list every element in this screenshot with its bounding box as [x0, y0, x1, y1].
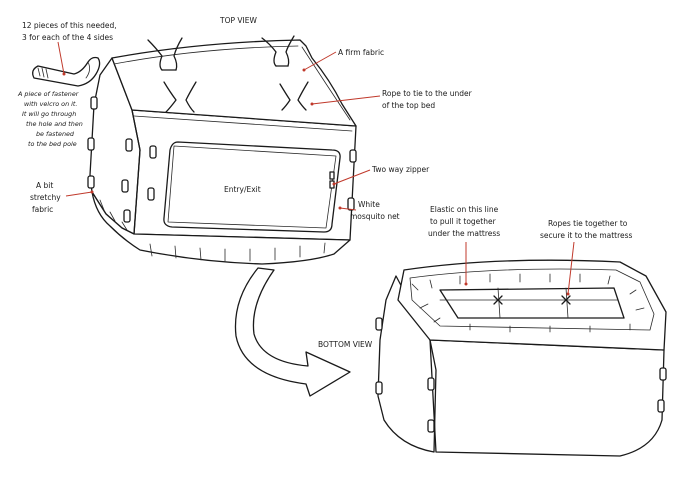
ropes-label-line2: secure it to the mattress [540, 231, 633, 240]
rope-label-line2: of the top bed [382, 101, 435, 110]
velcro-fastener-piece [32, 56, 101, 87]
svg-text:A piece of fastener: A piece of fastener [17, 90, 79, 98]
svg-text:to the bed pole: to the bed pole [28, 140, 77, 148]
two-way-zipper[interactable] [167, 145, 337, 229]
annotation-leaders [57, 41, 575, 296]
flow-arrow [234, 267, 351, 397]
svg-text:be fastened: be fastened [36, 130, 75, 138]
bottom-view-mattress [375, 259, 667, 457]
stretchy-bottom-band [91, 191, 351, 265]
elastic-label-line1: Elastic on this line [430, 205, 499, 214]
bottom-view-title: BOTTOM VIEW [318, 340, 373, 349]
pieces-label-line2: 3 for each of the 4 sides [22, 33, 113, 42]
zipper-label: Two way zipper [371, 165, 430, 174]
top-firm-fabric [111, 39, 357, 127]
front-mesh-panel [131, 109, 357, 241]
stretchy-label-line2: stretchy [30, 193, 61, 202]
elastic-label-line3: under the mattress [428, 229, 500, 238]
ropes-label-line1: Ropes tie together to [548, 219, 628, 228]
svg-text:the hole and then: the hole and then [26, 120, 83, 128]
net-label-line1: White [358, 200, 380, 209]
pieces-label-line1: 12 pieces of this needed, [22, 21, 117, 30]
entry-door-panel[interactable] [163, 141, 341, 233]
side-tab-group [87, 96, 357, 223]
svg-text:with velcro on it.: with velcro on it. [24, 100, 77, 108]
stretchy-label-line3: fabric [32, 205, 53, 214]
firm-fabric-label: A firm fabric [338, 48, 384, 57]
svg-text:It will go through: It will go through [22, 110, 76, 118]
elastic-label-line2: to pull it together [430, 217, 497, 226]
top-view-title: TOP VIEW [219, 16, 257, 25]
fastener-label: A piece of fastener with velcro on it. I… [17, 90, 83, 148]
stretchy-label-line1: A bit [36, 181, 53, 190]
net-label-line2: mosquito net [350, 212, 400, 221]
rope-label-line1: Rope to tie to the under [382, 89, 473, 98]
rope-ties [147, 35, 309, 113]
top-view-net [87, 35, 357, 265]
entry-exit-label: Entry/Exit [224, 185, 261, 194]
